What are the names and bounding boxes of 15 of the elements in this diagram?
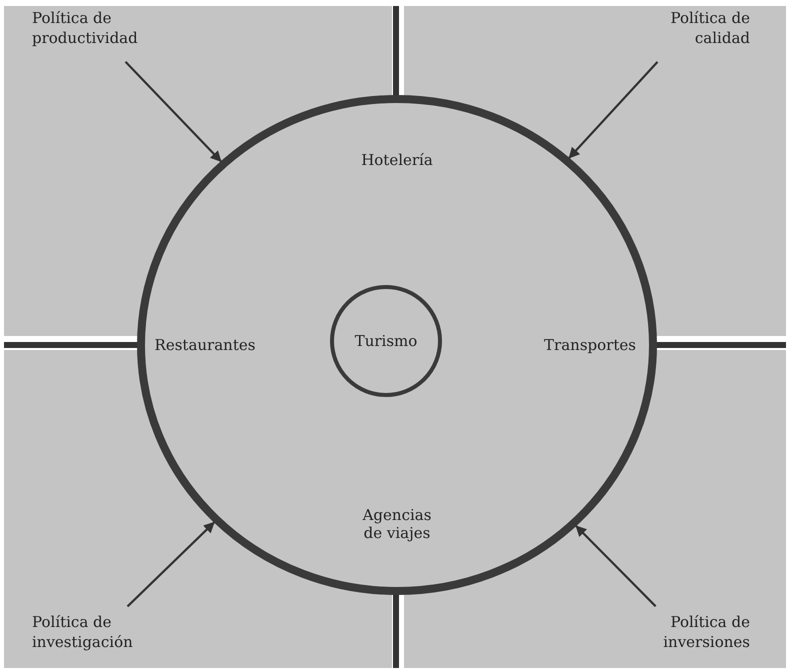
arrow: [575, 525, 656, 608]
outer-ellipse: [137, 95, 657, 595]
arrow: [568, 61, 658, 159]
sector-label: Hotelería: [360, 151, 434, 169]
arrow: [124, 61, 222, 162]
sector-label: Transportes: [543, 336, 637, 354]
sector-label: Agencias de viajes: [362, 506, 432, 542]
policy-label: Política de productividad: [32, 8, 162, 56]
policy-label: Política de inversiones: [620, 612, 750, 660]
center-label: Turismo: [354, 332, 418, 350]
arrow: [126, 522, 215, 608]
policy-label: Política de investigación: [32, 612, 162, 660]
inner-circle: [330, 285, 442, 397]
policy-label: Política de calidad: [620, 8, 750, 56]
sector-label: Restaurantes: [154, 336, 256, 354]
